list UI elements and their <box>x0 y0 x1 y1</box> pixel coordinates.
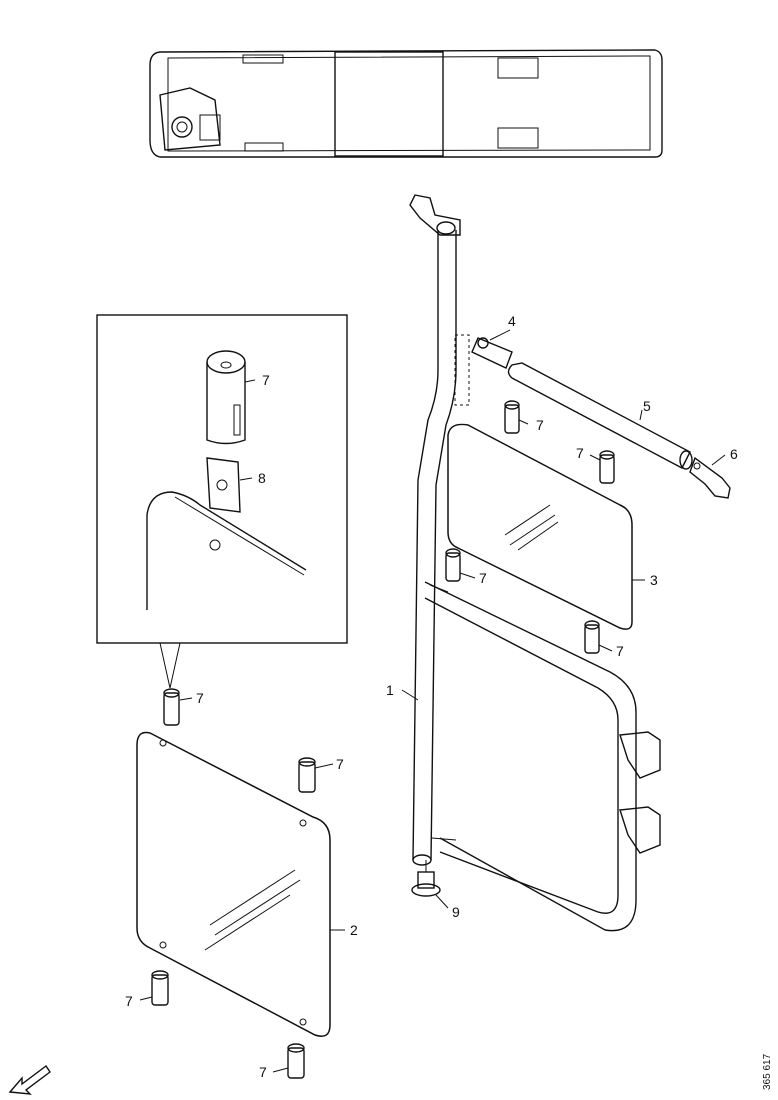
callout-7-lower-top: 7 <box>196 690 204 706</box>
callout-8: 8 <box>258 470 266 486</box>
callout-3: 3 <box>650 572 658 588</box>
callout-6: 6 <box>730 446 738 462</box>
callout-7-upper-4: 7 <box>616 643 624 659</box>
callout-5: 5 <box>643 398 651 414</box>
glass-panel-upper <box>447 423 633 630</box>
callout-7-lower-left: 7 <box>125 993 133 1009</box>
leader-lines <box>139 329 726 1073</box>
spacer-upper-4 <box>584 620 600 654</box>
foot-mount <box>411 860 441 897</box>
detail-inset <box>96 314 348 689</box>
drawing-code: 365 617 <box>762 1053 773 1090</box>
callout-7-upper-3: 7 <box>479 570 487 586</box>
glass-panel-lower <box>136 731 331 1037</box>
hinge-bracket-upper <box>619 731 661 779</box>
direction-arrow-icon <box>8 1064 51 1095</box>
callout-7-upper-1: 7 <box>536 417 544 433</box>
hinge-bracket-lower <box>619 806 661 854</box>
rod-bracket <box>689 456 731 499</box>
callout-4: 4 <box>508 313 516 329</box>
spacer-lower-bottom <box>287 1043 305 1079</box>
spacer-upper-3 <box>445 548 461 582</box>
callout-2: 2 <box>350 922 358 938</box>
bus-floor-plan <box>149 49 663 158</box>
rod <box>507 362 693 470</box>
spacer-lower-right <box>298 757 316 793</box>
detail-clip <box>206 457 241 513</box>
tube-frame <box>409 194 661 932</box>
callout-1: 1 <box>386 682 394 698</box>
spacer-upper-2 <box>599 450 615 484</box>
detail-spacer <box>206 350 246 445</box>
detail-glass-corner <box>146 491 307 610</box>
spacer-lower-left <box>151 970 169 1006</box>
spacer-lower-top <box>163 688 180 726</box>
callout-7-detail: 7 <box>262 372 270 388</box>
highlighted-door-area <box>334 51 444 157</box>
spacer-upper-1 <box>504 400 520 434</box>
callout-7-lower-bottom: 7 <box>259 1064 267 1080</box>
steering-wheel-icon <box>171 116 193 138</box>
callout-9: 9 <box>452 904 460 920</box>
bolt <box>471 337 513 369</box>
callout-7-lower-right: 7 <box>336 756 344 772</box>
callout-7-upper-2: 7 <box>576 445 584 461</box>
